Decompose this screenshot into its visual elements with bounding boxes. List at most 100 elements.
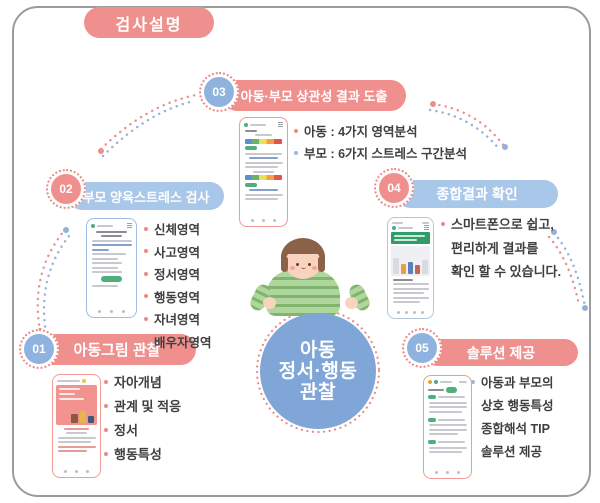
child-cheek-right: [312, 266, 317, 270]
bullet-item: 행동특성: [104, 444, 181, 463]
app-header: [428, 380, 467, 384]
step-01-bullet-list: 자아개념 관계 및 적응 정서 행동특성: [104, 372, 181, 468]
bullet-item: 사고영역: [144, 242, 212, 261]
step-01-title-pill: 아동그림 관찰: [38, 334, 196, 365]
child-eye-left: [296, 263, 299, 266]
center-title-line: 관찰: [300, 381, 336, 403]
bullet-dot: [104, 403, 108, 408]
child-hair-tuft-left: [281, 256, 288, 272]
phone-screenshot-step-05: [423, 375, 472, 479]
phone-screenshot-step-03: [239, 117, 288, 227]
app-header: [392, 225, 429, 230]
app-header: [91, 223, 132, 228]
step-05-number: 05: [402, 328, 442, 368]
bullet-dot: [144, 249, 148, 253]
step-03-number: 03: [199, 72, 239, 112]
stress-scale-bar: [245, 138, 282, 144]
phone-screenshot-step-02: [86, 218, 137, 318]
bullet-item: 정서: [104, 420, 181, 439]
app-button: [100, 276, 123, 282]
step-03-bullet-list: 아동 : 4가지 영역분석 부모 : 6가지 스트레스 구간분석: [294, 121, 467, 165]
center-title-line: 정서·행동: [278, 360, 358, 382]
app-logo: [91, 223, 95, 228]
hero-figures: [71, 411, 94, 423]
bullet-item: 자아개념: [104, 372, 181, 391]
step-05-bullet-list: 아동과 부모의 상호 행동특성 종합해석 TIP 솔루션 제공: [471, 372, 553, 464]
browser-bar: [57, 379, 96, 383]
bullet-dot: [144, 271, 148, 276]
menu-icon: [278, 122, 283, 127]
app-hero-illustration: [56, 385, 97, 425]
bullet-dot: [104, 451, 108, 456]
center-topic-circle: 아동 정서·행동 관찰: [260, 313, 376, 429]
bullet-item: 확인 할 수 있습니다.: [441, 261, 561, 280]
result-chip: [245, 146, 258, 150]
bullet-dot: [441, 245, 445, 249]
bullet-dot: [471, 379, 475, 384]
outer-frame: [12, 6, 591, 497]
bullet-dot: [144, 339, 148, 343]
bullet-item: 부모 : 6가지 스트레스 구간분석: [294, 143, 467, 162]
title-badge: 검사설명: [84, 7, 214, 38]
tip-label: [428, 440, 436, 444]
bullet-dot: [104, 379, 108, 384]
bullet-dot: [441, 221, 445, 226]
bullet-item: 상호 행동특성: [471, 395, 553, 414]
app-header: [244, 122, 283, 127]
bullet-item: 정서영역: [144, 264, 212, 283]
menu-icon: [127, 223, 132, 228]
step-02-number: 02: [46, 169, 86, 209]
app-logo: [244, 122, 248, 127]
solution-title-row: [428, 386, 467, 393]
phone-nav-bar: [56, 467, 97, 474]
bullet-item: 아동과 부모의: [471, 372, 553, 391]
phone-nav-bar: [90, 307, 133, 314]
app-banner: [391, 232, 430, 244]
browser-icon: [82, 379, 87, 383]
tip-label: [428, 417, 436, 422]
result-illustration: [391, 246, 430, 276]
step-04-bullet-list: 스마트폰으로 쉽고, 편리하게 결과를 확인 할 수 있습니다.: [441, 214, 561, 285]
phone-nav-bar: [391, 308, 430, 315]
child-head: [281, 238, 325, 284]
child-eye-right: [308, 263, 311, 266]
bullet-item: 배우자영역: [144, 332, 212, 351]
bullet-item: 편리하게 결과를: [441, 238, 561, 257]
menu-icon: [424, 225, 429, 230]
center-title-line: 아동: [300, 339, 336, 361]
stress-scale-bar: [245, 175, 282, 180]
bullet-dot: [441, 269, 445, 273]
app-logo: [428, 380, 432, 384]
bullet-dot: [104, 427, 108, 432]
bullet-item: 신체영역: [144, 219, 212, 238]
phone-screenshot-step-01: [52, 374, 101, 478]
phone-nav-bar: [427, 468, 468, 475]
bullet-item: 관계 및 적응: [104, 396, 181, 415]
status-bar: [392, 222, 429, 224]
bullet-dot: [144, 316, 148, 321]
bullet-dot: [144, 226, 148, 231]
app-logo: [392, 225, 396, 230]
step-03-title-pill: 아동·부모 상관성 결과 도출: [222, 80, 406, 111]
step-02-title-pill: 부모 양육스트레스 검사: [68, 182, 224, 210]
child-character-illustration: [247, 238, 373, 318]
step-04-title-pill: 종합결과 확인: [396, 180, 558, 208]
bullet-dot: [294, 128, 298, 133]
child-cheek-left: [290, 266, 295, 270]
step-01-number: 01: [19, 329, 59, 369]
bullet-item: 종합해석 TIP: [471, 418, 553, 437]
child-hand-left: [263, 297, 276, 309]
result-chip: [245, 182, 258, 187]
child-hair-tuft-right: [318, 256, 325, 272]
tip-label: [428, 395, 436, 399]
step-04-number: 04: [374, 168, 414, 208]
bullet-item: 자녀영역: [144, 309, 212, 328]
center-dotted-ring: [255, 308, 381, 434]
bullet-item: 솔루션 제공: [471, 441, 553, 460]
app-button: [445, 386, 458, 393]
bullet-item: 스마트폰으로 쉽고,: [441, 214, 561, 233]
bullet-dot: [144, 294, 148, 298]
bullet-item: 아동 : 4가지 영역분석: [294, 121, 467, 140]
phone-screenshot-step-04: [387, 217, 434, 319]
